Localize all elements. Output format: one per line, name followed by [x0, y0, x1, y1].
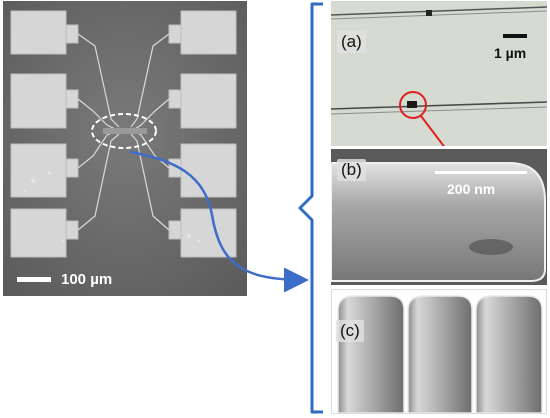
- pad-tab-right-2: [168, 89, 182, 109]
- contact-pad-left-2: [10, 73, 67, 129]
- scale-bar-200nm: [435, 171, 527, 174]
- contact-pad-left-1: [10, 10, 67, 55]
- contact-pad-left-4: [10, 208, 67, 258]
- device-layout: [3, 1, 247, 296]
- panel-b-content: [331, 149, 547, 285]
- pad-tab-left-2: [65, 89, 79, 109]
- nanowire-region: [103, 128, 147, 134]
- panel-bracket: [298, 2, 323, 414]
- pad-tab-right-1: [168, 24, 182, 44]
- panel-c-sem-image: (c): [331, 289, 547, 414]
- scale-label-200nm: 200 nm: [447, 181, 496, 197]
- device-sem-image: 100 µm: [3, 1, 247, 296]
- contact-pad-right-3: [180, 143, 237, 198]
- surface-feature: [469, 239, 513, 255]
- panel-a-content: [331, 6, 547, 146]
- panel-label-b: (b): [337, 159, 366, 181]
- nanowire-line-bottom: [331, 101, 547, 110]
- scale-bar-100um: [17, 277, 51, 282]
- nanowire-defect: [407, 101, 417, 108]
- nanowire-1: [337, 295, 405, 413]
- pad-tab-left-3: [65, 158, 79, 178]
- panel-a-optical-image: (a) 1 µm: [331, 1, 547, 146]
- pad-tab-right-3: [168, 158, 182, 178]
- panel-label-c: (c): [336, 320, 364, 342]
- contact-pad-left-3: [10, 143, 67, 198]
- highlight-circle: [399, 91, 427, 119]
- panel-c-content: [337, 295, 543, 413]
- panel-b-sem-image: (b) 200 nm: [331, 149, 547, 285]
- pad-tab-left-1: [65, 24, 79, 44]
- scale-label-100um: 100 µm: [61, 271, 113, 288]
- contact-pad-right-4: [180, 208, 237, 258]
- particle-top: [426, 10, 432, 16]
- zoom-arrow-red: [420, 115, 445, 146]
- scale-bar-1um: [503, 34, 527, 38]
- pad-tab-left-4: [65, 220, 79, 240]
- zoom-region-ellipse: [91, 113, 157, 149]
- nanowire-line-top: [331, 6, 547, 16]
- contact-pad-right-2: [180, 73, 237, 129]
- panel-label-a: (a): [337, 31, 366, 53]
- nanowire-2: [407, 295, 473, 413]
- pad-tab-right-4: [168, 220, 182, 240]
- scale-label-1um: 1 µm: [494, 45, 527, 61]
- nanowire-3: [475, 295, 543, 413]
- contact-pad-right-1: [180, 10, 237, 55]
